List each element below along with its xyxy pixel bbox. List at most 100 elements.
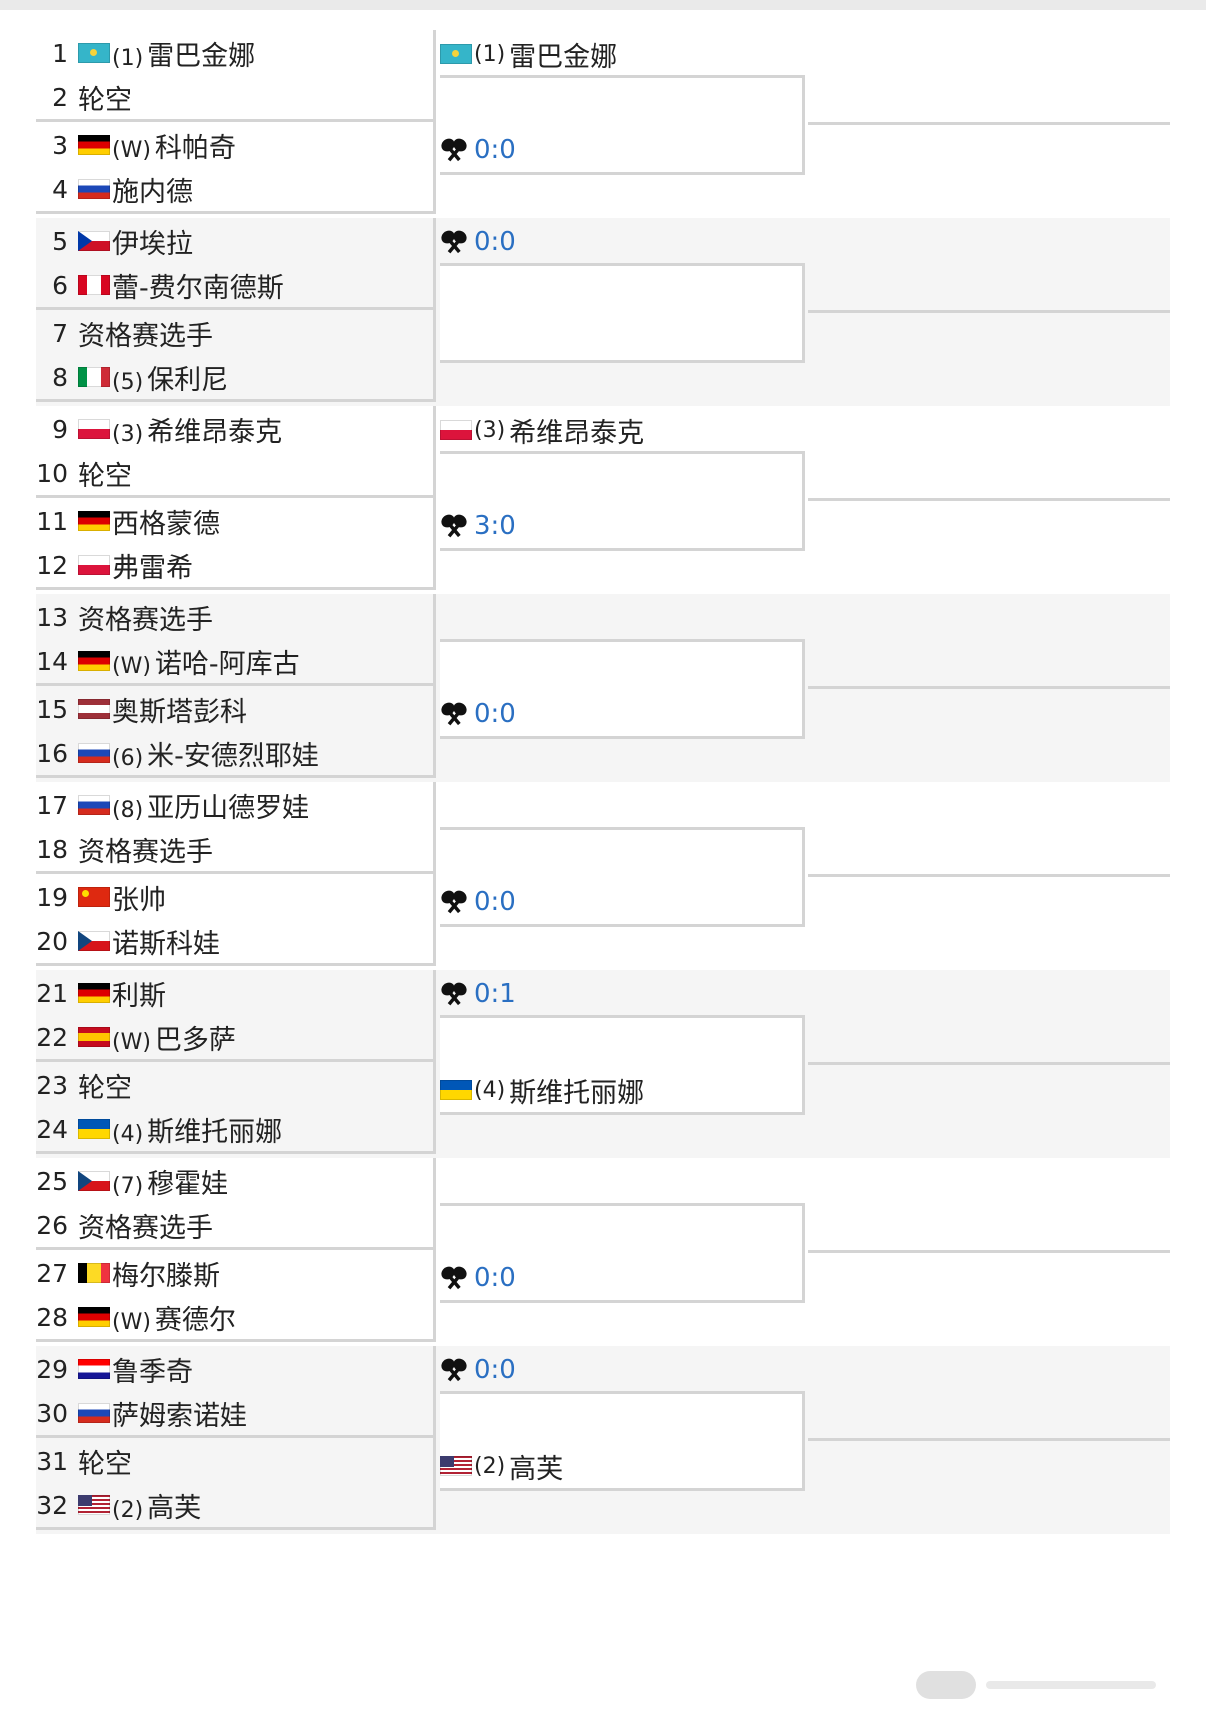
player-name[interactable]: (4)斯维托丽娜	[112, 1110, 282, 1149]
third-round-connector	[808, 874, 1170, 877]
player-name[interactable]: 利斯	[112, 974, 166, 1013]
player-row[interactable]: 6 蕾-费尔南德斯	[36, 262, 431, 308]
flag-cz-icon	[78, 1171, 110, 1191]
draw-position-number: 6	[52, 270, 68, 300]
player-name-text: 资格赛选手	[78, 604, 213, 636]
player-name[interactable]: 鲁季奇	[112, 1350, 193, 1389]
player-name[interactable]: 资格赛选手	[78, 1206, 213, 1245]
player-name[interactable]: (8)亚历山德罗娃	[112, 786, 309, 825]
player-name-text: 赛德尔	[154, 1304, 236, 1336]
match-score[interactable]: 0:0	[440, 220, 516, 264]
player-row[interactable]: 28(W)赛德尔	[36, 1294, 431, 1340]
player-name[interactable]: (6)米-安德烈耶娃	[112, 734, 319, 773]
flag-lv-icon	[78, 699, 110, 719]
second-round-player[interactable]: (3)希维昂泰克	[440, 408, 644, 452]
score-text: 0:0	[474, 699, 516, 729]
player-row[interactable]: 11 西格蒙德	[36, 498, 431, 544]
player-name[interactable]: 蕾-费尔南德斯	[112, 266, 284, 305]
score-text: 0:1	[474, 979, 516, 1009]
second-round-player[interactable]: (2)高芙	[440, 1444, 563, 1488]
player-name[interactable]: (W)赛德尔	[112, 1298, 236, 1337]
crossed-rackets-icon	[441, 702, 467, 726]
player-row[interactable]: 8(5)保利尼	[36, 354, 431, 400]
player-name[interactable]: 轮空	[78, 1066, 132, 1105]
player-row[interactable]: 16(6)米-安德烈耶娃	[36, 730, 431, 776]
player-row[interactable]: 9 (3)希维昂泰克	[36, 406, 431, 452]
player-row[interactable]: 3(W)科帕奇	[36, 122, 431, 168]
score-text: 0:0	[474, 227, 516, 257]
player-name[interactable]: 诺斯科娃	[112, 922, 220, 961]
player-seed: (W)	[112, 137, 151, 163]
player-name[interactable]: (2)高芙	[112, 1486, 201, 1525]
player-name[interactable]: 萨姆索诺娃	[112, 1394, 247, 1433]
player-row[interactable]: 17(8)亚历山德罗娃	[36, 782, 431, 828]
third-round-connector	[808, 686, 1170, 689]
player-row[interactable]: 22(W)巴多萨	[36, 1014, 431, 1060]
player-name[interactable]: (1)雷巴金娜	[112, 34, 255, 73]
player-name[interactable]: (3)希维昂泰克	[112, 410, 282, 449]
match-score[interactable]: 0:0	[440, 880, 516, 924]
player-name[interactable]: 资格赛选手	[78, 830, 213, 869]
match-score[interactable]: 0:0	[440, 692, 516, 736]
match-score[interactable]: 0:0	[440, 1348, 516, 1392]
draw-position-number: 11	[36, 506, 68, 536]
player-row[interactable]: 24(4)斯维托丽娜	[36, 1106, 431, 1152]
draw-position-number: 32	[36, 1490, 68, 1520]
player-name[interactable]: 伊埃拉	[112, 222, 193, 261]
player-name[interactable]: (7)穆霍娃	[112, 1162, 228, 1201]
player-name[interactable]: 西格蒙德	[112, 502, 220, 541]
player-name[interactable]: (W)诺哈-阿库古	[112, 642, 300, 681]
player-name[interactable]: (W)科帕奇	[112, 126, 236, 165]
player-name[interactable]: 奥斯塔彭科	[112, 690, 247, 729]
score-text: 0:0	[474, 1355, 516, 1385]
player-name-text: 希维昂泰克	[147, 416, 283, 448]
match-score[interactable]: 0:0	[440, 128, 516, 172]
player-name[interactable]: 张帅	[112, 878, 166, 917]
player-name[interactable]: 资格赛选手	[78, 314, 213, 353]
player-row[interactable]: 14(W)诺哈-阿库古	[36, 638, 431, 684]
second-round-player[interactable]: (4)斯维托丽娜	[440, 1068, 644, 1112]
third-round-connector	[808, 310, 1170, 313]
player-name[interactable]: 轮空	[78, 454, 132, 493]
score-text: 3:0	[474, 511, 516, 541]
player-row[interactable]: 32 (2)高芙	[36, 1482, 431, 1528]
match-score[interactable]: 0:0	[440, 1256, 516, 1300]
player-name-text: 资格赛选手	[78, 1212, 213, 1244]
player-name[interactable]: 弗雷希	[112, 546, 193, 585]
player-name[interactable]: 轮空	[78, 1442, 132, 1481]
second-round-player[interactable]: (1)雷巴金娜	[440, 32, 617, 76]
player-name[interactable]: (W)巴多萨	[112, 1018, 236, 1057]
match-score[interactable]: 0:1	[440, 972, 516, 1016]
player-row[interactable]: 25(7)穆霍娃	[36, 1158, 431, 1204]
player-name[interactable]: 施内德	[112, 170, 193, 209]
match-score[interactable]: 3:0	[440, 504, 516, 548]
player-name[interactable]: 资格赛选手	[78, 598, 213, 637]
player-row[interactable]: 1(1)雷巴金娜	[36, 30, 431, 76]
player-name[interactable]: (5)保利尼	[112, 358, 228, 397]
crossed-rackets-icon	[441, 1358, 467, 1382]
player-name[interactable]: 梅尔滕斯	[112, 1254, 220, 1293]
draw-position-number: 9	[52, 414, 68, 444]
flag-ua-icon	[440, 1080, 472, 1100]
player-name[interactable]: 轮空	[78, 78, 132, 117]
